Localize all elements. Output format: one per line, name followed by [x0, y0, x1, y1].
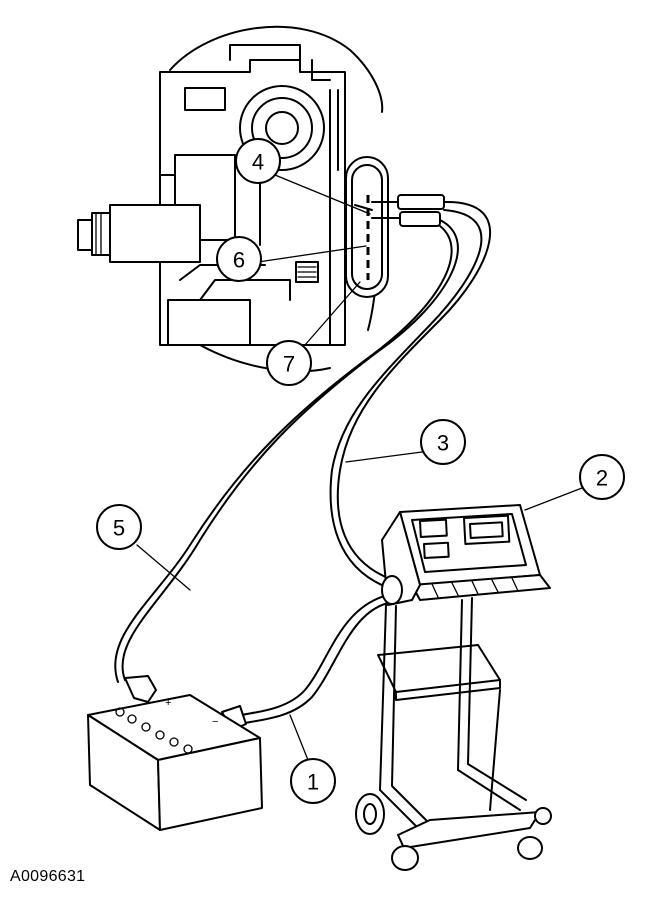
- callout-7: 7: [266, 340, 312, 386]
- engine-assembly: [77, 25, 389, 373]
- callout-1-label: 1: [307, 770, 319, 795]
- callout-3-label: 3: [437, 431, 449, 456]
- svg-text:+: +: [165, 697, 171, 709]
- callout-3: 3: [420, 419, 466, 465]
- svg-text:−: −: [212, 716, 218, 728]
- callout-4: 4: [235, 138, 281, 184]
- test-leads: [114, 194, 491, 731]
- callout-6: 6: [216, 236, 262, 282]
- callout-6-label: 6: [233, 248, 245, 273]
- callout-1: 1: [290, 758, 336, 804]
- callout-5-label: 5: [113, 516, 125, 541]
- leader-lines: [136, 174, 583, 761]
- diagnostic-tester-cart: [355, 504, 552, 871]
- callout-2: 2: [579, 454, 625, 500]
- callout-4-label: 4: [252, 150, 264, 175]
- battery: + −: [87, 694, 263, 831]
- callout-5: 5: [96, 504, 142, 550]
- callout-7-label: 7: [283, 352, 295, 377]
- figure-id: A0096631: [10, 868, 86, 885]
- callout-2-label: 2: [596, 466, 608, 491]
